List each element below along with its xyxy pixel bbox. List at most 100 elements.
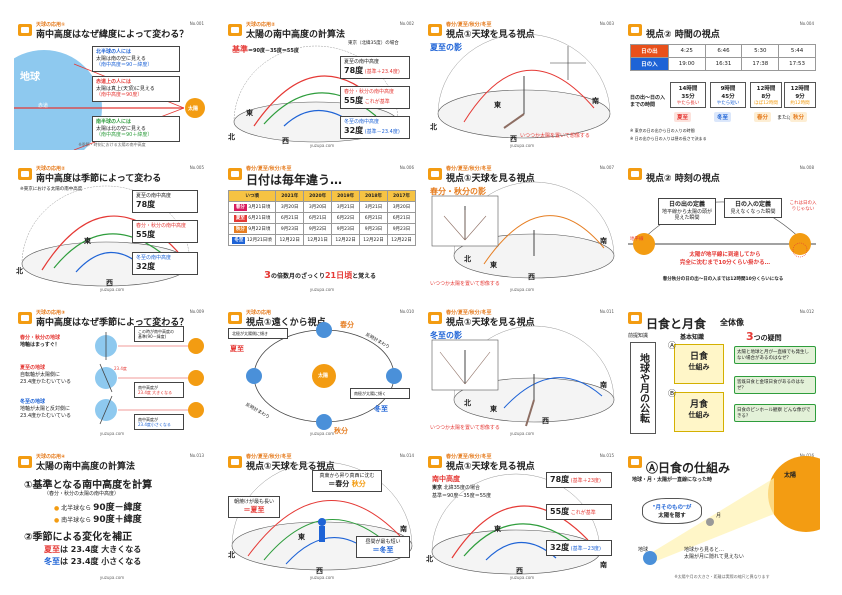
imagine-note: いつつか太陽を置いて想像する [520,133,590,139]
card-kicker: 春分/夏至/秋分/冬至 [446,166,492,172]
table-cell: 3月21日 [331,201,361,213]
earth-shape [14,50,102,150]
card-footnote: yuzupa.com [309,287,335,292]
row-name: 冬至 12月21日頃 [227,234,277,246]
card-title: 視点①天球を見る視点 [446,462,535,472]
table-cell: 12月22日 [275,234,305,246]
row-name: 秋分 9月22日頃 [227,223,277,235]
north-tilt-note: 北極が太陽側に傾き [228,328,288,340]
summer-box-label: 夏至の南中高度 [136,193,172,199]
equinox-box-note: これが基準 [364,98,390,105]
summer-rule-value: は 23.4度 大きくなる [60,545,142,554]
card-number: No.008 [799,165,814,170]
card-logo-icon [228,24,242,36]
earth-view-note-line2: 太陽が月に隠れて見えない [684,554,744,560]
card-summer-shadow: 春分/夏至/秋分/冬至 視点①天球を見る視点 No.003 夏至の影 東 南 北… [424,16,620,150]
sinking-warning-line2: 完全に沈むまで10分くらい掛かる… [679,260,771,266]
north-label: 北 [464,255,471,263]
table-header-cell: 2019年 [331,190,361,202]
south-hemisphere-label: 南半球なら [61,517,92,524]
row-label: 日の入 [630,57,669,71]
sinking-warning-line1: 太陽が地平線に到達してから [689,252,761,258]
card-footnote: yuzupa.com [309,575,335,580]
questions-title: つの疑問 [753,334,782,342]
bubble-line1: "月そのもの"が [652,505,692,511]
card-number: No.010 [399,309,414,314]
table-cell: 6月21日 [359,212,388,224]
row-approx: 9月22日頃 [248,227,271,232]
sunrise-definition-box: 日の出の定義 地平線から太陽の頭が見えた瞬間 [658,198,716,225]
sunrise-definition-title: 日の出の定義 [668,201,705,208]
orbit-diagram [246,322,402,430]
sunrise-sun [633,233,655,255]
summer-rule-label: 夏至 [44,545,60,554]
smaller-callout-line1: 南中高度が [138,417,158,422]
equinox-box-value: 55度 [344,95,364,105]
duration-hours: 12時間 [756,86,776,92]
duration-tag: ほぼ12時間 [754,101,778,106]
base-formula: 基準＝90度－35度＝55度 [432,493,492,499]
earth-view-note: 地球から見ると… 太陽が月に隠れて見えない [684,546,744,560]
row-name: 夏至 6月21日頃 [227,212,277,224]
winter-box-value: 32度 [344,125,364,135]
table-cell: 6月22日 [331,212,361,224]
rule-day: 21日頃 [324,271,353,280]
smaller-callout-line2: 23.4度小さくなる [138,422,171,428]
table-header-cell: 2017年 [386,190,417,202]
summer-box-value: 78度 [344,65,364,75]
winter-rule-value: は 23.4度 小さくなる [60,557,142,566]
base-formula: 基準＝90度－35度＝55度 [232,44,299,55]
table-cell: 9月23日 [359,223,388,235]
shadow-dome-diagram [431,325,615,427]
west-label: 西 [528,273,535,281]
eclipse-diagram [643,456,820,565]
table-row: 日の出 4:25 6:46 5:30 5:44 [630,44,816,58]
celestial-dome-diagram [231,461,413,571]
solar-eclipse-marker: Ⓐ [668,341,676,350]
row-approx: 6月21日頃 [248,216,271,221]
question-2: 皆既日食と金環日食があるのはなぜ？ [734,376,816,394]
card-calc-steps: 天球の応用④ 太陽の南中高度の計算法 No.013 ①基準となる南中高度を計算 … [14,448,210,582]
card-kicker: 天球の応用 [246,310,272,316]
orbit-prereq-box: 地球や月の公転 [630,342,656,434]
card-number: No.013 [189,453,204,458]
card-subtitle: 春分・秋分の影 [430,187,486,196]
duration-caption: 日の出～日の入までの時間 [630,95,666,108]
table-cell: 9月23日 [386,223,417,235]
sunset-definition-body: 見えなくなった瞬間 [730,208,776,215]
solar-eclipse-sub: 仕組み [688,363,710,371]
card-footnote: yuzupa.com [99,431,125,436]
winter-callout-line2: ＝冬至 [372,545,394,554]
duration-tag: 約12時間 [790,101,810,106]
card-date-table: 春分/夏至/秋分/冬至 日付は毎年違う… No.006 いつ頃 2021年 20… [224,160,420,294]
sun-label: 太陽 [318,373,329,379]
shadow-dome-diagram [437,33,611,139]
season-badge: 秋分 [233,226,247,233]
card-subtitle: 夏至の影 [430,43,462,52]
card-winter-shadow: 春分/夏至/秋分/冬至 視点①天球を見る視点 No.011 冬至の影 東 南 北… [424,304,620,438]
card-number: No.004 [799,21,814,26]
location-name: 東京 [432,485,443,491]
duration-col: 12時間 9分 約12時間 [784,82,816,108]
card-logo-icon [18,312,32,324]
card-number: No.001 [189,21,204,26]
row-label: 日の出 [630,44,669,58]
equinox-box: 55度 これが基準 [546,504,612,521]
table-row: 日の入 19:00 16:31 17:38 17:53 [630,57,816,71]
equinox-callout-line1: 真東から昇り真西に沈む [319,473,375,479]
winter-note-line3: 23.4度かたむいている [20,413,71,419]
summer-box-value: 78度 [550,475,570,484]
lunar-eclipse-marker: Ⓑ [668,389,676,398]
winter-callout-line1: 昼間が最も短い [365,539,401,545]
earth-icon: ● [54,517,60,524]
card-logo-icon [428,312,442,324]
winter-box-value: 32度 [550,543,570,552]
west-label: 西 [516,567,523,575]
summer-box: 夏至の南中高度 78度 (基準＋23.4度) [340,56,410,79]
card-solar-eclipse: Ⓐ日食の仕組み No.016 地球・月・太陽が一直線になった時 太陽 月 地球 … [624,448,820,582]
winter-note-line1: 冬至の地球 [20,399,46,405]
east-label: 東 [84,237,91,245]
base-callout-line2: 基準(90－緯度) [138,334,167,340]
table-cell: 4:25 [667,44,706,58]
equinox-path [53,233,171,269]
